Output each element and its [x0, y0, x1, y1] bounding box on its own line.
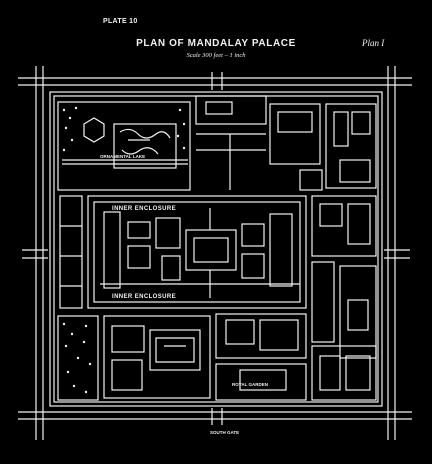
plate-number: PLATE 10 [103, 18, 138, 25]
inner-enclosure [87, 195, 307, 309]
label-royal-garden: ROYAL GARDEN [232, 382, 268, 387]
map-scale: Scale 300 feet – 1 inch [186, 52, 246, 59]
plan-number: Plan I [362, 38, 385, 48]
label-inner-enclosure-top: INNER ENCLOSURE [112, 206, 176, 212]
map-title: PLAN OF MANDALAY PALACE [136, 38, 296, 49]
label-south-gate: SOUTH GATE [210, 430, 239, 435]
outer-streets [18, 66, 412, 440]
garden-stipple [62, 106, 186, 394]
south-quarters [215, 313, 377, 401]
north-garden [57, 101, 191, 191]
label-ornamental-lake: ORNAMENTAL LAKE [100, 154, 145, 159]
west-quarters [59, 195, 83, 309]
east-quarters [311, 195, 377, 359]
label-inner-enclosure-bottom: INNER ENCLOSURE [112, 294, 176, 300]
south-west-gardens [57, 315, 211, 401]
north-east-quarters [195, 95, 377, 191]
